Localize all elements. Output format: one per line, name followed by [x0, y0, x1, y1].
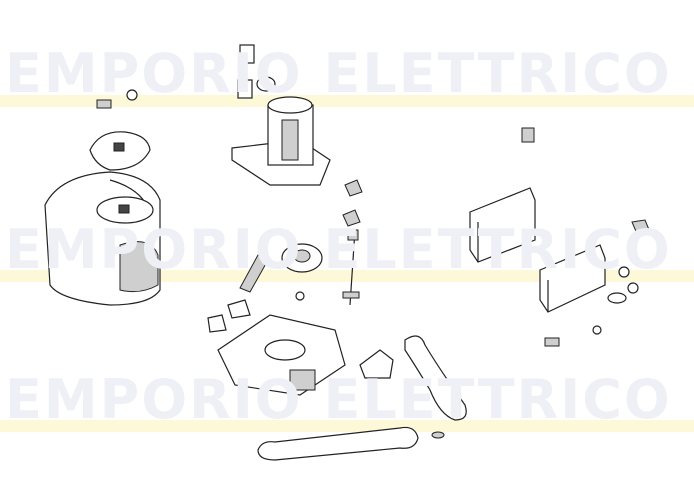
- straight-arm: [257, 426, 419, 461]
- arm-clamp: [359, 349, 394, 379]
- watermark-band: [0, 95, 694, 107]
- curved-arm: [404, 335, 467, 439]
- worm-shaft: [239, 254, 269, 293]
- watermark-band: [0, 420, 694, 432]
- lower-housing: [217, 314, 346, 396]
- cover-cap: [89, 131, 151, 171]
- small-brackets: [207, 299, 251, 333]
- watermark-band: [0, 270, 694, 282]
- watermark-bands: [0, 95, 694, 432]
- upper-housing: [231, 96, 331, 186]
- mounting-bracket: [469, 187, 536, 263]
- connector: [237, 44, 276, 99]
- screw: [96, 89, 138, 109]
- release-rod: [342, 179, 363, 306]
- motor-cover: [44, 171, 161, 306]
- mounting-bracket: [539, 244, 606, 313]
- gear: [281, 243, 323, 301]
- fasteners: [521, 127, 651, 347]
